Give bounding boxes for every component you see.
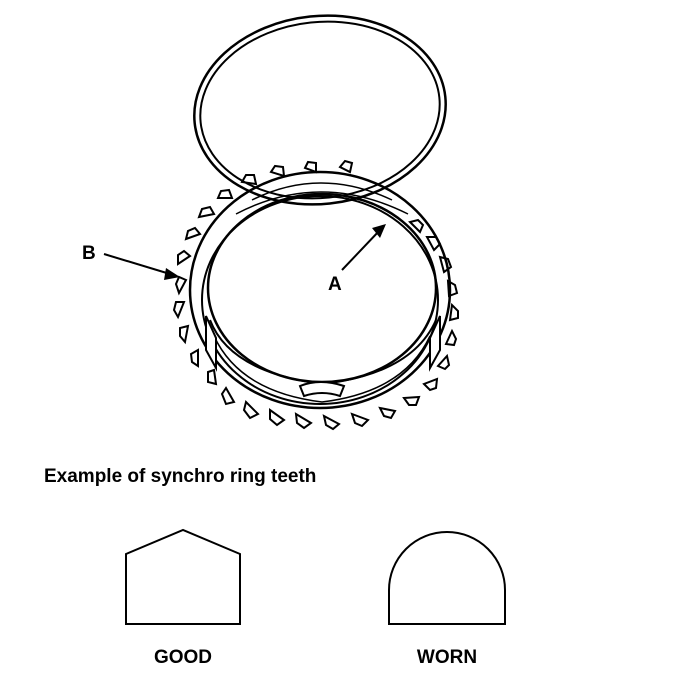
worn-tooth: WORN <box>388 531 506 668</box>
worn-label: WORN <box>417 647 477 668</box>
good-label: GOOD <box>154 647 212 668</box>
synchro-ring <box>172 159 459 431</box>
callout-a: A <box>328 224 386 295</box>
good-tooth: GOOD <box>125 528 241 668</box>
callout-b: B <box>82 243 180 280</box>
callout-a-label: A <box>328 274 342 295</box>
spring-ring <box>193 14 447 206</box>
callout-b-label: B <box>82 243 96 264</box>
caption-text: Example of synchro ring teeth <box>44 466 316 487</box>
